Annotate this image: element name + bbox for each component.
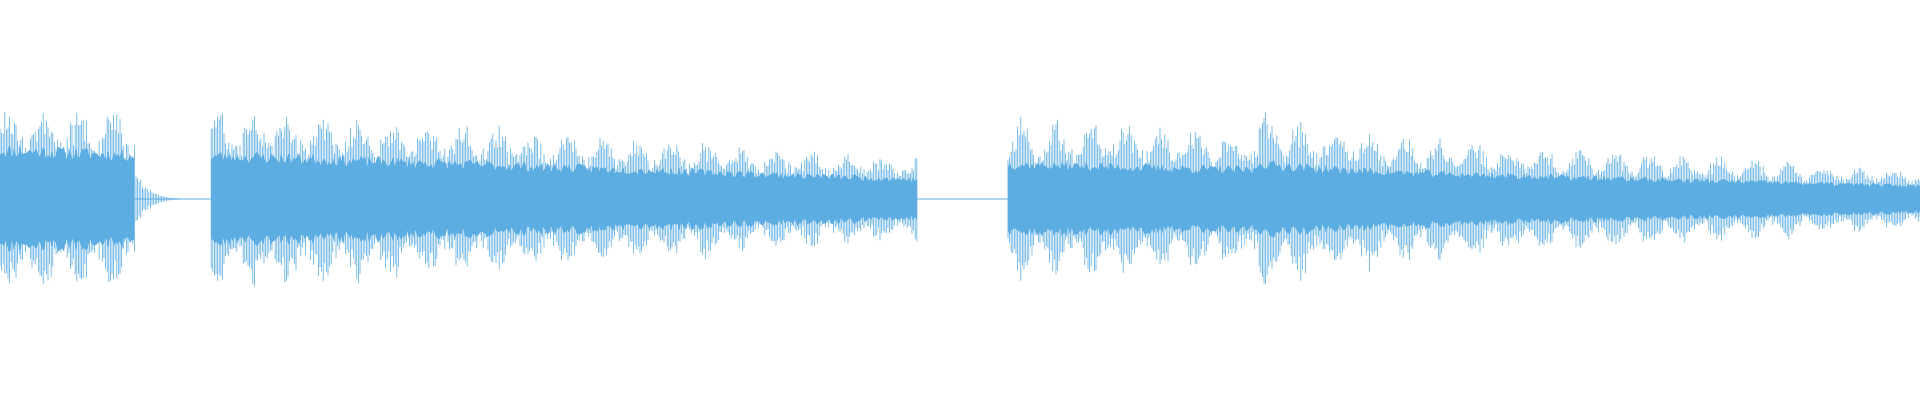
- waveform-spikes: [0, 112, 1920, 287]
- segment-2-peaks: [210, 114, 918, 287]
- segment-3-peaks: [1007, 112, 1920, 285]
- segment-1-peaks: [0, 112, 193, 285]
